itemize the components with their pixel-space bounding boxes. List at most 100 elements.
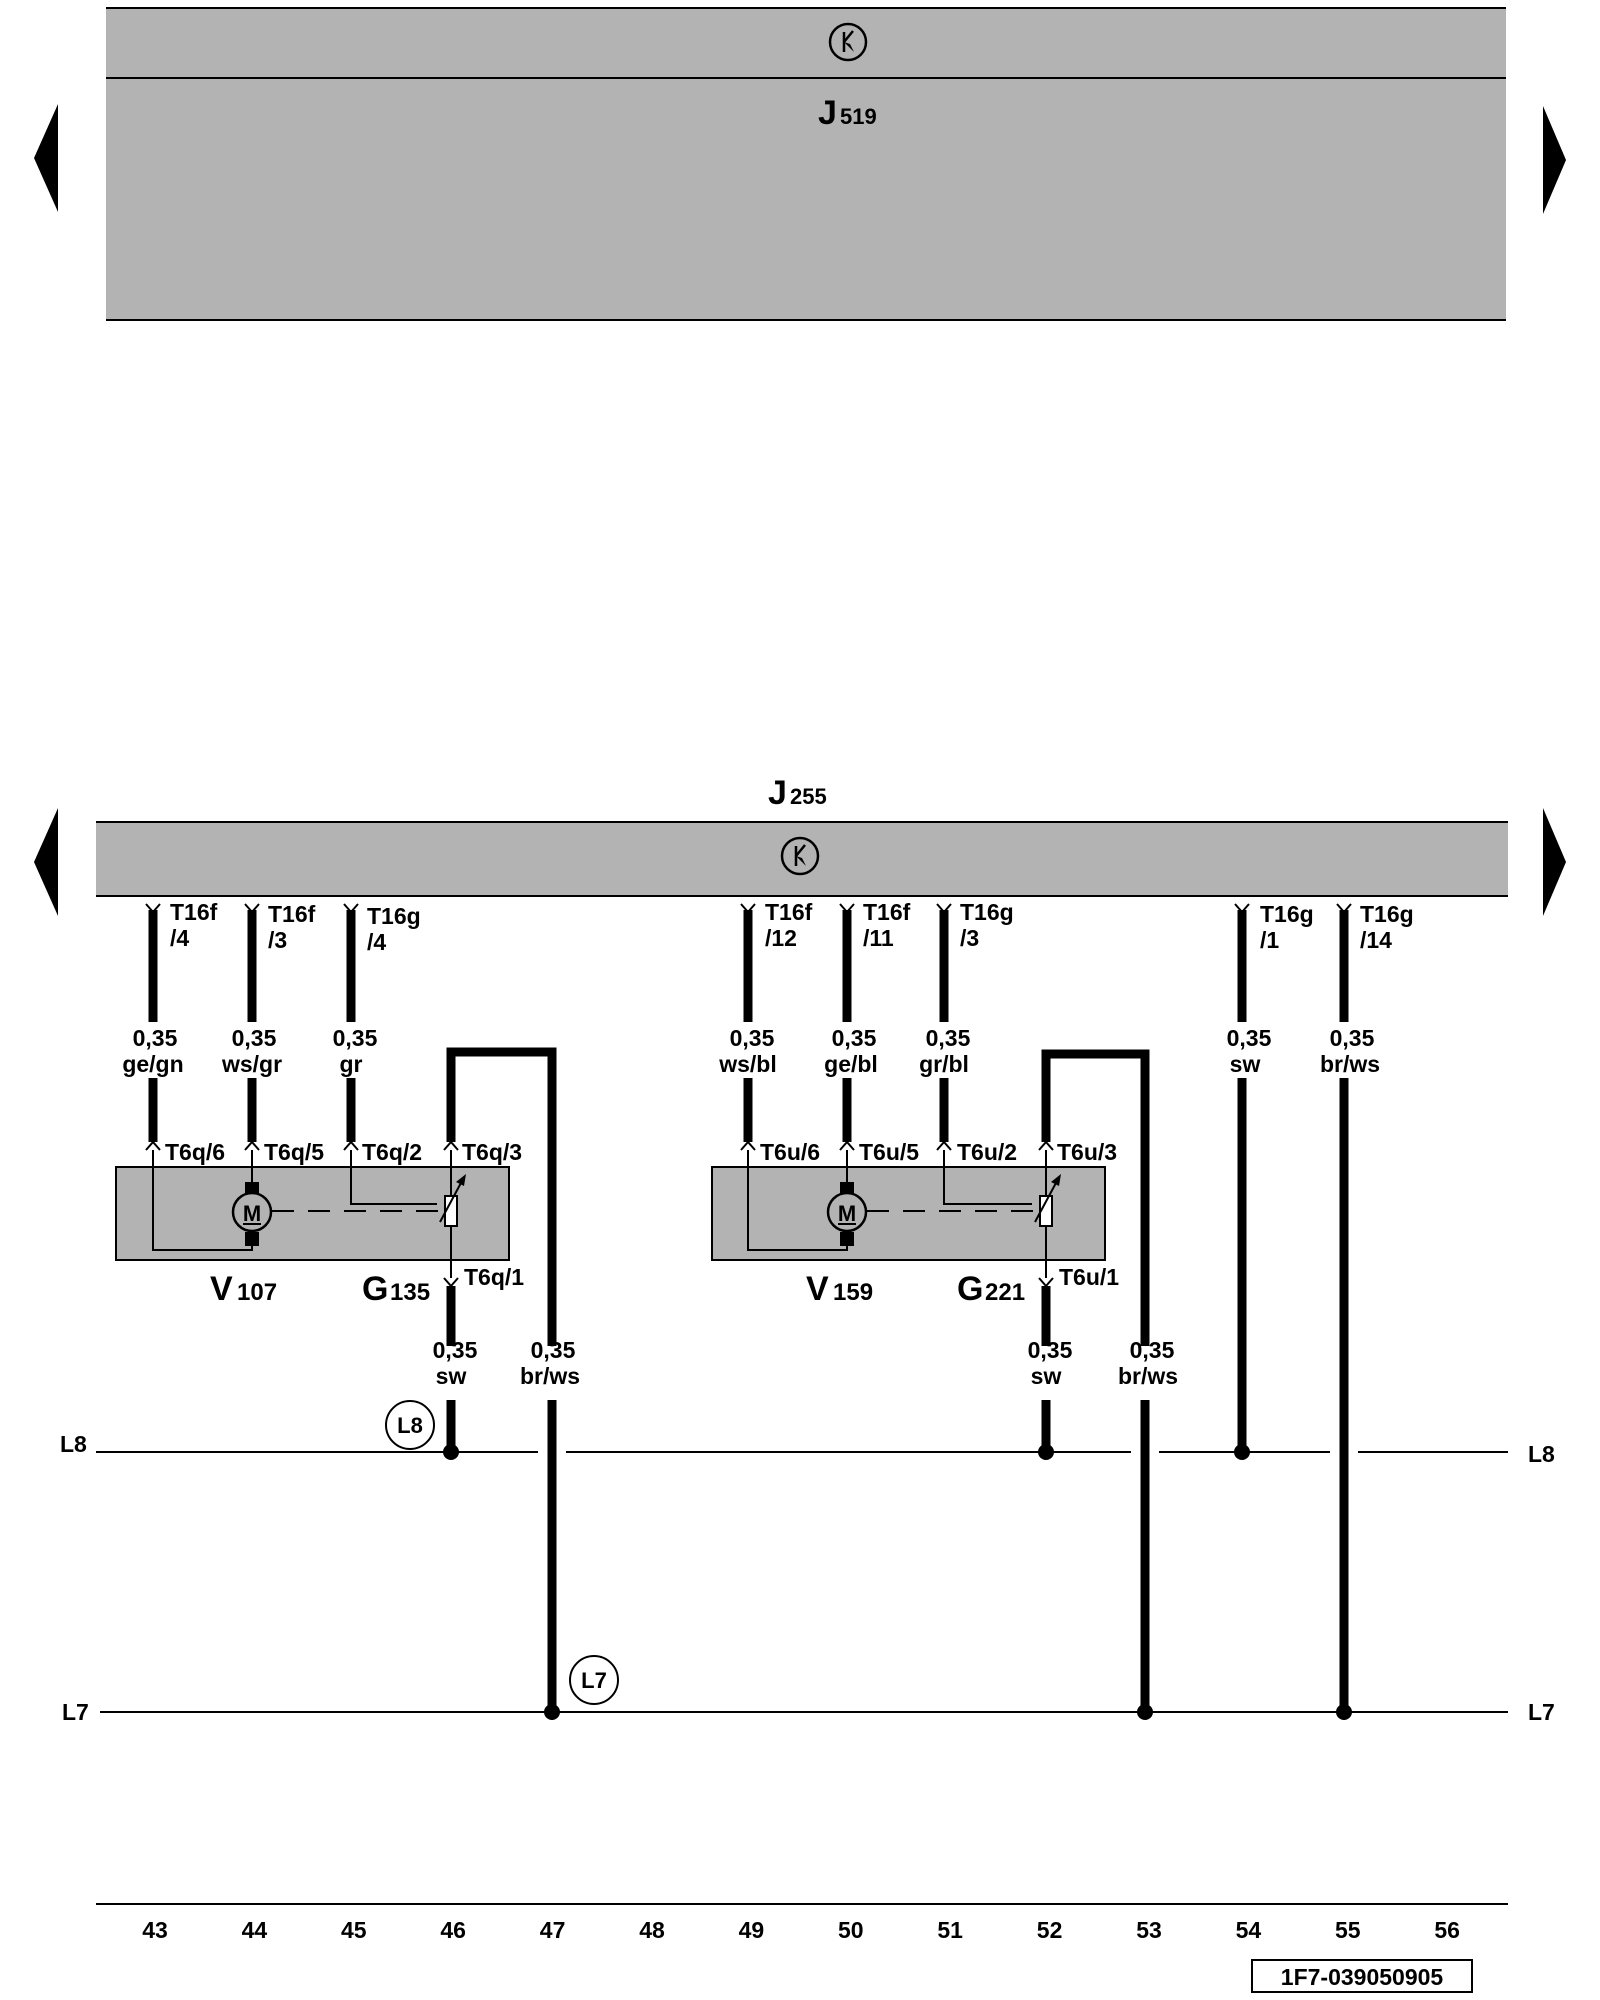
component-v107-g135: M V 107 G 135 [115,1150,510,1308]
nav-left-icon-bottom[interactable] [34,808,58,916]
k-bus-icon [780,836,820,876]
column-number: 51 [937,1917,963,1943]
wire-color: sw [1230,1051,1261,1077]
bus-l8-marker: L8 [385,1400,435,1450]
wire-size: 0,35 [730,1025,775,1051]
connector-label: /11 [863,925,894,951]
wires-upper [148,910,1349,1712]
column-number: 54 [1236,1917,1262,1943]
column-number: 47 [540,1917,566,1943]
wire-size: 0,35 [333,1025,378,1051]
connector-label: T16f [863,899,911,925]
column-number: 53 [1136,1917,1162,1943]
motor-symbol: M [243,1201,261,1226]
pin-label: T6q/1 [464,1264,524,1290]
pin-label: T6u/6 [760,1139,820,1165]
module-j519-number: 519 [840,104,877,129]
column-number: 48 [639,1917,665,1943]
component-v107-letter: V [210,1270,233,1308]
connector-label: T16g [960,899,1014,925]
motor-icon: M [826,1191,868,1233]
connector-label: /1 [1260,927,1279,953]
connector-label: T16f [170,899,218,925]
connector-label: T16g [367,903,421,929]
wire-size: 0,35 [531,1337,576,1363]
connector-arrows [145,903,1352,1288]
bus-l7-marker-label: L7 [581,1668,607,1693]
module-j519: J 519 [106,7,1506,321]
column-number: 50 [838,1917,864,1943]
component-g135-number: 135 [390,1279,430,1306]
column-number: 45 [341,1917,367,1943]
component-v107-number: 107 [237,1279,277,1306]
column-number: 49 [739,1917,765,1943]
component-g135-letter: G [362,1270,388,1308]
wire-size: 0,35 [1227,1025,1272,1051]
motor-icon: M [231,1191,273,1233]
wire-color: br/ws [1320,1051,1380,1077]
module-j519-letter: J [818,94,837,132]
wire-color: gr [340,1051,363,1077]
wire-color: ws/bl [718,1051,777,1077]
wire-color: ws/gr [221,1051,282,1077]
bus-l7: L7 L7 L7 [62,1655,1555,1725]
wire-size: 0,35 [433,1337,478,1363]
column-number: 56 [1434,1917,1460,1943]
nav-right-icon-bottom[interactable] [1543,808,1566,916]
component-pin-labels: T6q/6 T6q/5 T6q/2 T6q/3 T6u/6 T6u/5 T6u/… [165,1139,1119,1290]
wire-size: 0,35 [1028,1337,1073,1363]
component-g221-letter: G [957,1270,983,1308]
pin-label: T6u/1 [1059,1264,1119,1290]
column-number: 55 [1335,1917,1361,1943]
module-j255-number: 255 [790,784,827,809]
wire-color: sw [436,1363,467,1389]
nav-right-icon-top[interactable] [1543,106,1566,214]
potentiometer-icon [439,1174,466,1223]
connector-label: T16g [1260,901,1314,927]
wire-size: 0,35 [232,1025,277,1051]
wire-color: br/ws [520,1363,580,1389]
component-v159-number: 159 [833,1279,873,1306]
module-j255-letter: J [768,774,787,812]
potentiometer-icon [1034,1174,1061,1223]
wire-size: 0,35 [926,1025,971,1051]
connector-labels-top: T16f /4 T16f /3 T16g /4 T16f /12 T16f /1… [170,899,1414,955]
connector-label: /12 [765,925,797,951]
pin-label: T6u/5 [859,1139,919,1165]
wire-size: 0,35 [832,1025,877,1051]
document-id-box: 1F7-039050905 [1251,1959,1473,1993]
component-g221-number: 221 [985,1279,1025,1306]
nav-left-icon-top[interactable] [34,104,58,212]
bus-l7-label-left: L7 [62,1699,89,1725]
connector-label: T16g [1360,901,1414,927]
wire-size: 0,35 [133,1025,178,1051]
bus-l8-label-right: L8 [1528,1441,1555,1467]
wire-color: gr/bl [919,1051,969,1077]
wire-size: 0,35 [1330,1025,1375,1051]
connector-label: /14 [1360,927,1392,953]
connector-label: /4 [367,929,386,955]
wire-color: ge/gn [122,1051,183,1077]
wire-labels-upper: 0,35 ge/gn 0,35 ws/gr 0,35 gr 0,35 ws/bl… [122,1025,1380,1077]
column-number: 46 [440,1917,466,1943]
pin-label: T6q/2 [362,1139,422,1165]
pin-label: T6q/3 [462,1139,522,1165]
wire-labels-lower: 0,35 sw 0,35 br/ws 0,35 sw 0,35 br/ws [433,1337,1178,1389]
column-number: 44 [242,1917,268,1943]
bus-l8-label-left: L8 [60,1431,87,1457]
wire-size: 0,35 [1130,1337,1175,1363]
pin-label: T6u/2 [957,1139,1017,1165]
document-id: 1F7-039050905 [1281,1964,1444,1990]
connector-label: /4 [170,925,189,951]
column-number: 43 [142,1917,168,1943]
pin-label: T6q/6 [165,1139,225,1165]
bus-l7-marker: L7 [569,1655,619,1705]
component-v159-g221: M V 159 G 221 [711,1150,1106,1308]
wire-color: sw [1031,1363,1062,1389]
bus-l8: L8 L8 L8 [60,1400,1555,1467]
connector-label: /3 [268,927,287,953]
pin-label: T6q/5 [264,1139,324,1165]
k-bus-icon [828,22,868,62]
